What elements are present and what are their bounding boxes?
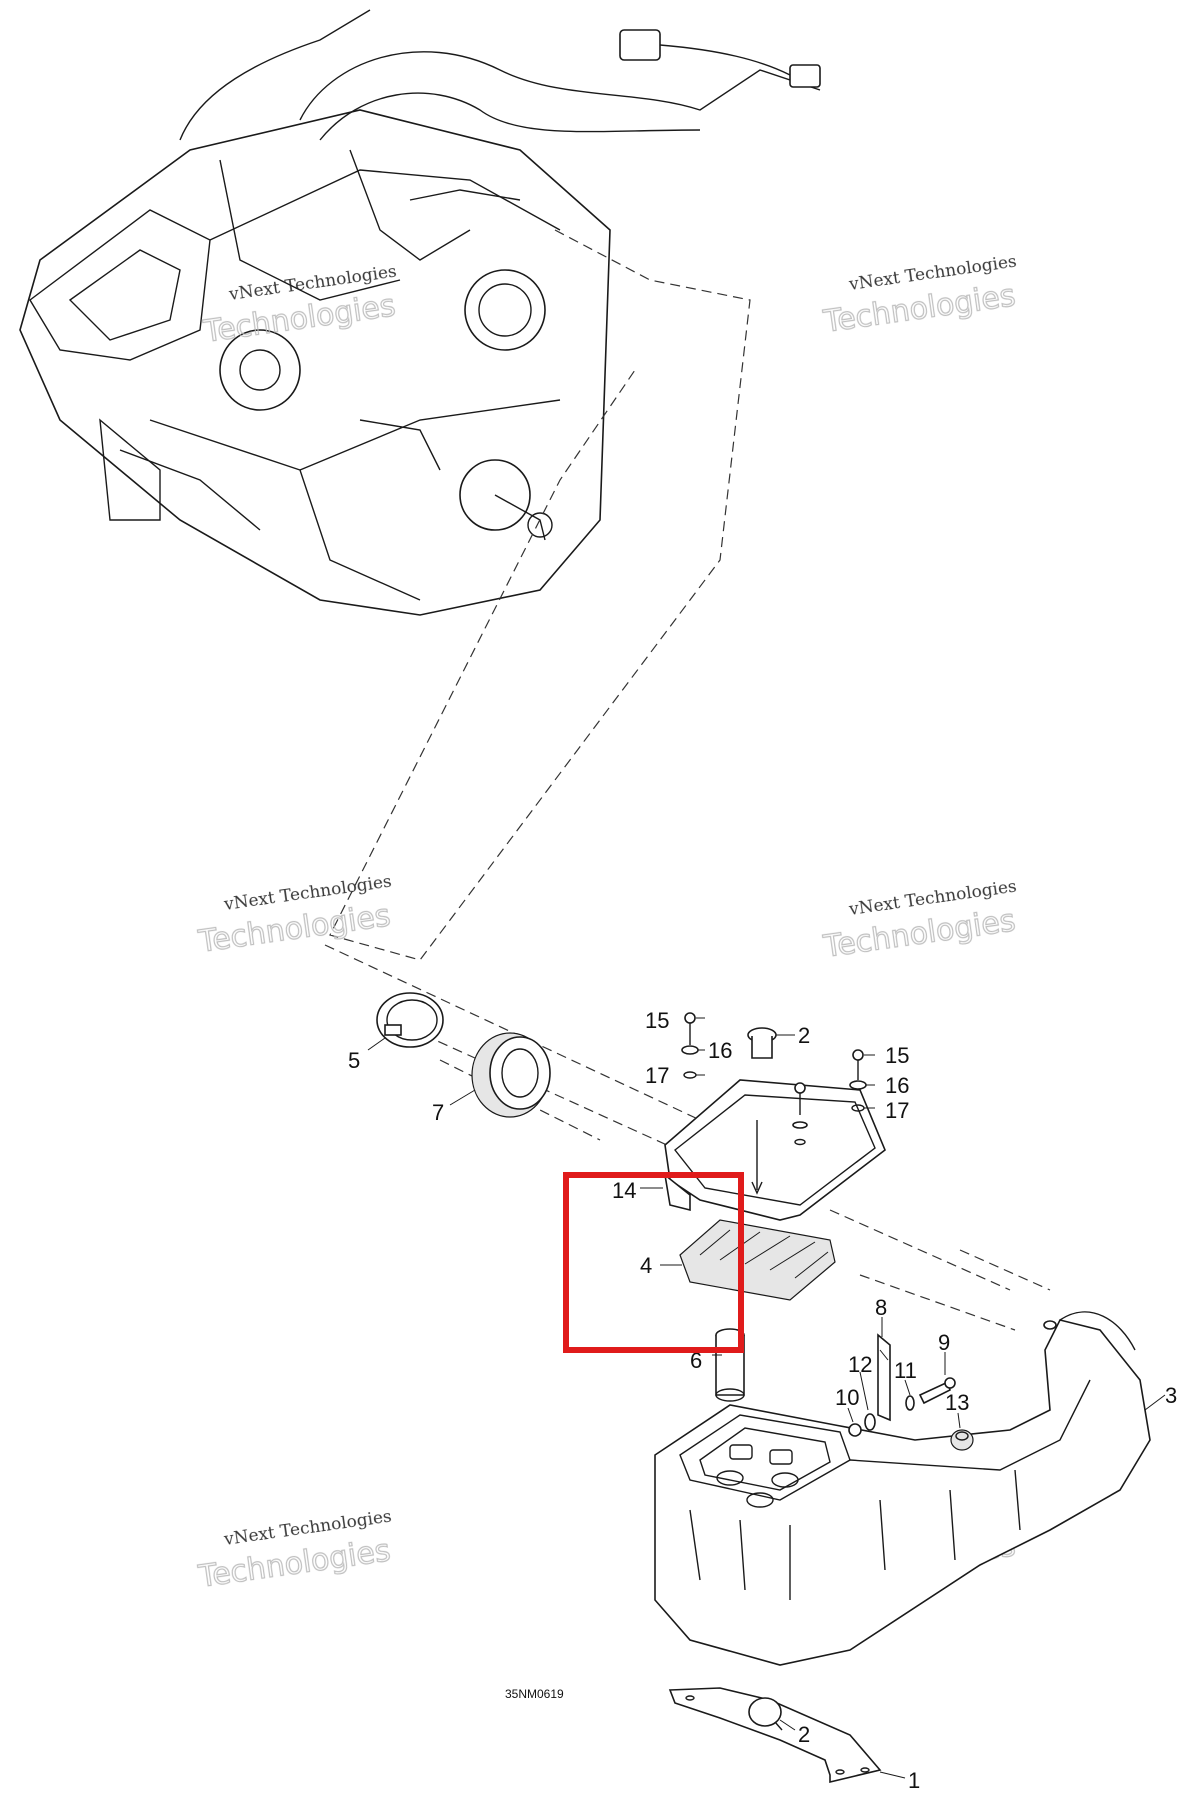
callout-8: 8 [875, 1295, 887, 1320]
bolt-part-9 [918, 1377, 956, 1405]
adapter-part-7 [471, 1032, 551, 1118]
callout-14: 14 [612, 1178, 636, 1203]
callouts: 5 7 15 16 17 2 15 16 17 14 4 6 8 9 12 11… [348, 1008, 1177, 1793]
callout-16: 16 [885, 1073, 909, 1098]
leader-lines [367, 1037, 1166, 1779]
screw-set-right [849, 1049, 875, 1112]
airbox-cover [663, 1079, 886, 1221]
clamp-part-5 [376, 992, 444, 1048]
plug-part-2-bottom [748, 1697, 783, 1731]
callout-6: 6 [690, 1348, 702, 1373]
highlight-box [563, 1172, 744, 1353]
callout-1: 1 [908, 1768, 920, 1793]
nut-part-10 [848, 1423, 862, 1437]
callout-16: 16 [708, 1038, 732, 1063]
callout-4: 4 [640, 1253, 652, 1278]
plug-part-2 [747, 1027, 795, 1059]
airbox-part-3 [654, 1311, 1151, 1666]
callout-15: 15 [645, 1008, 669, 1033]
callout-7: 7 [432, 1100, 444, 1125]
callout-10: 10 [835, 1385, 859, 1410]
bracket-part-8 [877, 1333, 891, 1422]
washer-part-12 [864, 1413, 876, 1431]
callout-11: 11 [894, 1358, 917, 1383]
callout-5: 5 [348, 1048, 360, 1073]
filter-part-4 [679, 1219, 836, 1301]
washer-part-11 [905, 1395, 915, 1411]
callout-2: 2 [798, 1722, 810, 1747]
callout-9: 9 [938, 1330, 950, 1355]
routing-lines [324, 229, 1051, 1331]
screw-cover-mid [792, 1082, 808, 1146]
callout-3: 3 [1165, 1383, 1177, 1408]
drawing-code: 35NM0619 [505, 1687, 564, 1701]
screw-set-left [681, 1012, 705, 1079]
callout-17: 17 [645, 1063, 669, 1088]
callout-12: 12 [848, 1352, 872, 1377]
callout-17: 17 [885, 1098, 909, 1123]
engine-assembly [19, 9, 821, 616]
callout-13: 13 [945, 1390, 969, 1415]
callout-2: 2 [798, 1023, 810, 1048]
callout-15: 15 [885, 1043, 909, 1068]
grommet-part-13 [950, 1429, 974, 1451]
